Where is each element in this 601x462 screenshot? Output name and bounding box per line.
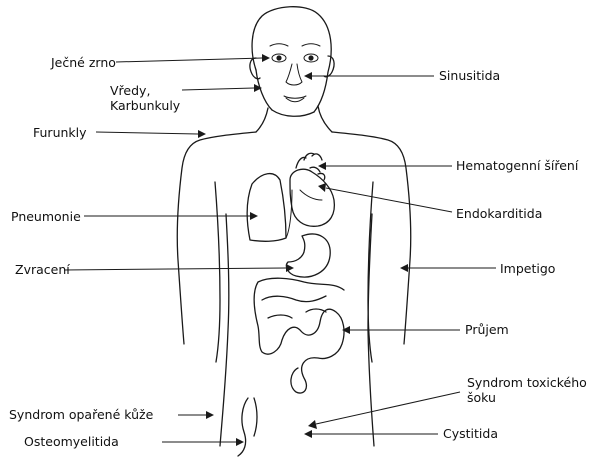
label-zvraceni: Zvracení — [15, 262, 70, 277]
stomach — [286, 234, 330, 277]
arrowhead-syndrom-oparene-kuze — [206, 411, 214, 419]
nose — [286, 64, 302, 85]
label-prujem: Průjem — [465, 322, 509, 337]
label-syndrom-oparene-kuze: Syndrom opařené kůže — [9, 407, 153, 422]
label-endokarditida: Endokarditida — [456, 206, 542, 221]
rectum-bladder — [238, 398, 257, 456]
heart-inner — [300, 190, 322, 200]
leader-vredy-karbunkuly — [182, 88, 254, 90]
leader-syndrom-toxickeho-soku — [316, 392, 460, 424]
right-shoulder-arm — [332, 132, 411, 344]
arrowhead-furunkly — [198, 130, 206, 138]
arrowhead-endokarditida — [318, 183, 326, 192]
intestines — [254, 278, 344, 393]
body-outline — [177, 7, 411, 446]
arrowhead-cystitida — [304, 430, 312, 438]
leader-jecne-zrno — [116, 58, 262, 62]
facial-features — [270, 44, 320, 102]
arrowhead-jecne-zrno — [262, 54, 270, 62]
neck-left — [256, 108, 268, 132]
organs — [238, 153, 344, 456]
label-hematogenni-sireni: Hematogenní šíření — [456, 158, 578, 173]
right-pupil — [308, 55, 313, 60]
left-torso-side — [220, 214, 229, 446]
arrowhead-impetigo — [400, 264, 408, 272]
label-syndrom-toxickeho-soku: Syndrom toxického šoku — [467, 375, 587, 405]
label-osteomyelitida: Osteomyelitida — [24, 434, 119, 449]
arrowhead-syndrom-toxickeho-soku — [308, 420, 317, 429]
arrowhead-pneumonie — [250, 212, 258, 220]
arrowhead-sinusitida — [304, 72, 312, 80]
arrowhead-osteomyelitida — [236, 438, 244, 446]
lungs — [247, 174, 286, 242]
mouth — [284, 96, 306, 102]
label-furunkly: Furunkly — [33, 125, 87, 140]
right-eyebrow — [302, 44, 320, 46]
left-arm-inner — [215, 182, 220, 362]
left-pupil — [276, 55, 281, 60]
label-pneumonie: Pneumonie — [11, 209, 81, 224]
arrowhead-zvraceni — [286, 264, 294, 272]
label-impetigo: Impetigo — [500, 261, 555, 276]
jaw-outline — [272, 110, 314, 116]
leader-endokarditida — [326, 188, 452, 212]
arrowhead-hematogenni-sireni — [318, 162, 326, 170]
label-sinusitida: Sinusitida — [439, 68, 500, 83]
leader-furunkly — [96, 132, 198, 134]
neck-right — [318, 106, 332, 132]
label-cystitida: Cystitida — [443, 426, 498, 441]
label-jecne-zrno: Ječné zrno — [51, 55, 116, 70]
face-outline — [256, 70, 272, 110]
label-vredy-karbunkuly: Vředy, Karbunkuly — [110, 83, 180, 113]
leader-zvraceni — [64, 268, 286, 270]
left-shoulder-arm — [177, 132, 256, 344]
left-eyebrow — [270, 44, 288, 46]
